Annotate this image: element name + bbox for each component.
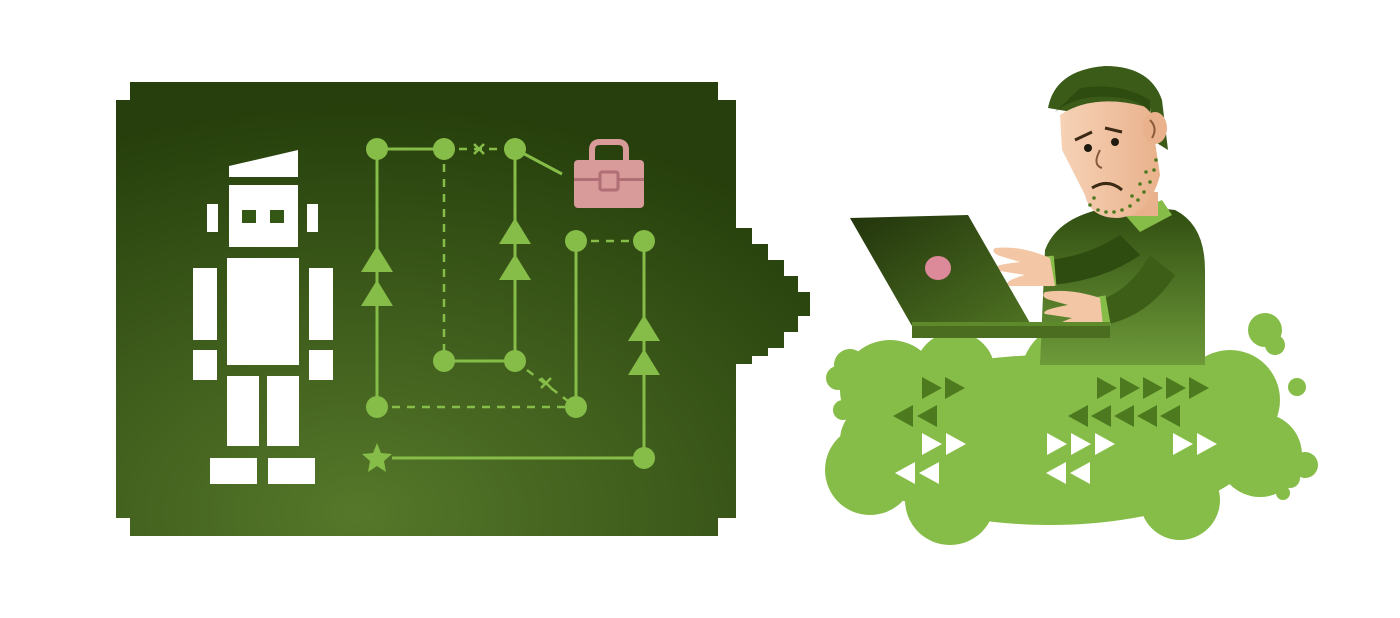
route-node [633,447,655,469]
robot-foot-left [210,458,257,484]
robot-foot-right [268,458,315,484]
person-head [1048,66,1168,218]
route-node [565,396,587,418]
robot-torso [227,258,299,365]
arrow-up-icon [499,218,531,244]
robot-hat [229,150,298,177]
arrow-up-icon [361,246,393,272]
route-node [504,138,526,160]
arrow-left-icon [895,462,1090,484]
robot-arm-right [309,268,333,340]
laptop-logo [925,256,951,280]
route-node [504,350,526,372]
robot-hand-right [309,350,333,380]
arrow-up-icon [628,349,660,375]
route-node [633,230,655,252]
toolbox-icon [574,139,644,208]
person-eye [1084,144,1092,152]
route-node [366,138,388,160]
person-icon [993,192,1205,365]
route-nodes [361,138,660,472]
blocked-markers [473,143,552,389]
cross-icon [540,377,552,389]
route-node [433,350,455,372]
arrow-up-icon [628,315,660,341]
robot-arm-left [193,268,217,340]
arrow-left-icon [893,405,1180,427]
robot-ear-right [307,204,318,232]
route-node [366,396,388,418]
robot-icon [193,150,333,484]
robot-leg-left [227,376,259,446]
star-icon [362,443,392,472]
robot-leg-right [267,376,299,446]
arrow-right-icon [922,433,1217,455]
person-eye [1111,138,1119,146]
arrow-right-icon [922,377,1209,399]
arrow-up-icon [361,280,393,306]
robot-head [229,185,298,247]
robot-ear-left [207,204,218,232]
data-stream [893,377,1217,484]
robot-eye-right [270,210,284,223]
cross-icon [473,143,485,155]
route-node [565,230,587,252]
robot-hand-left [193,350,217,380]
route-node [433,138,455,160]
robot-eye-left [242,210,256,223]
arrow-up-icon [499,254,531,280]
laptop-icon [850,215,1110,338]
